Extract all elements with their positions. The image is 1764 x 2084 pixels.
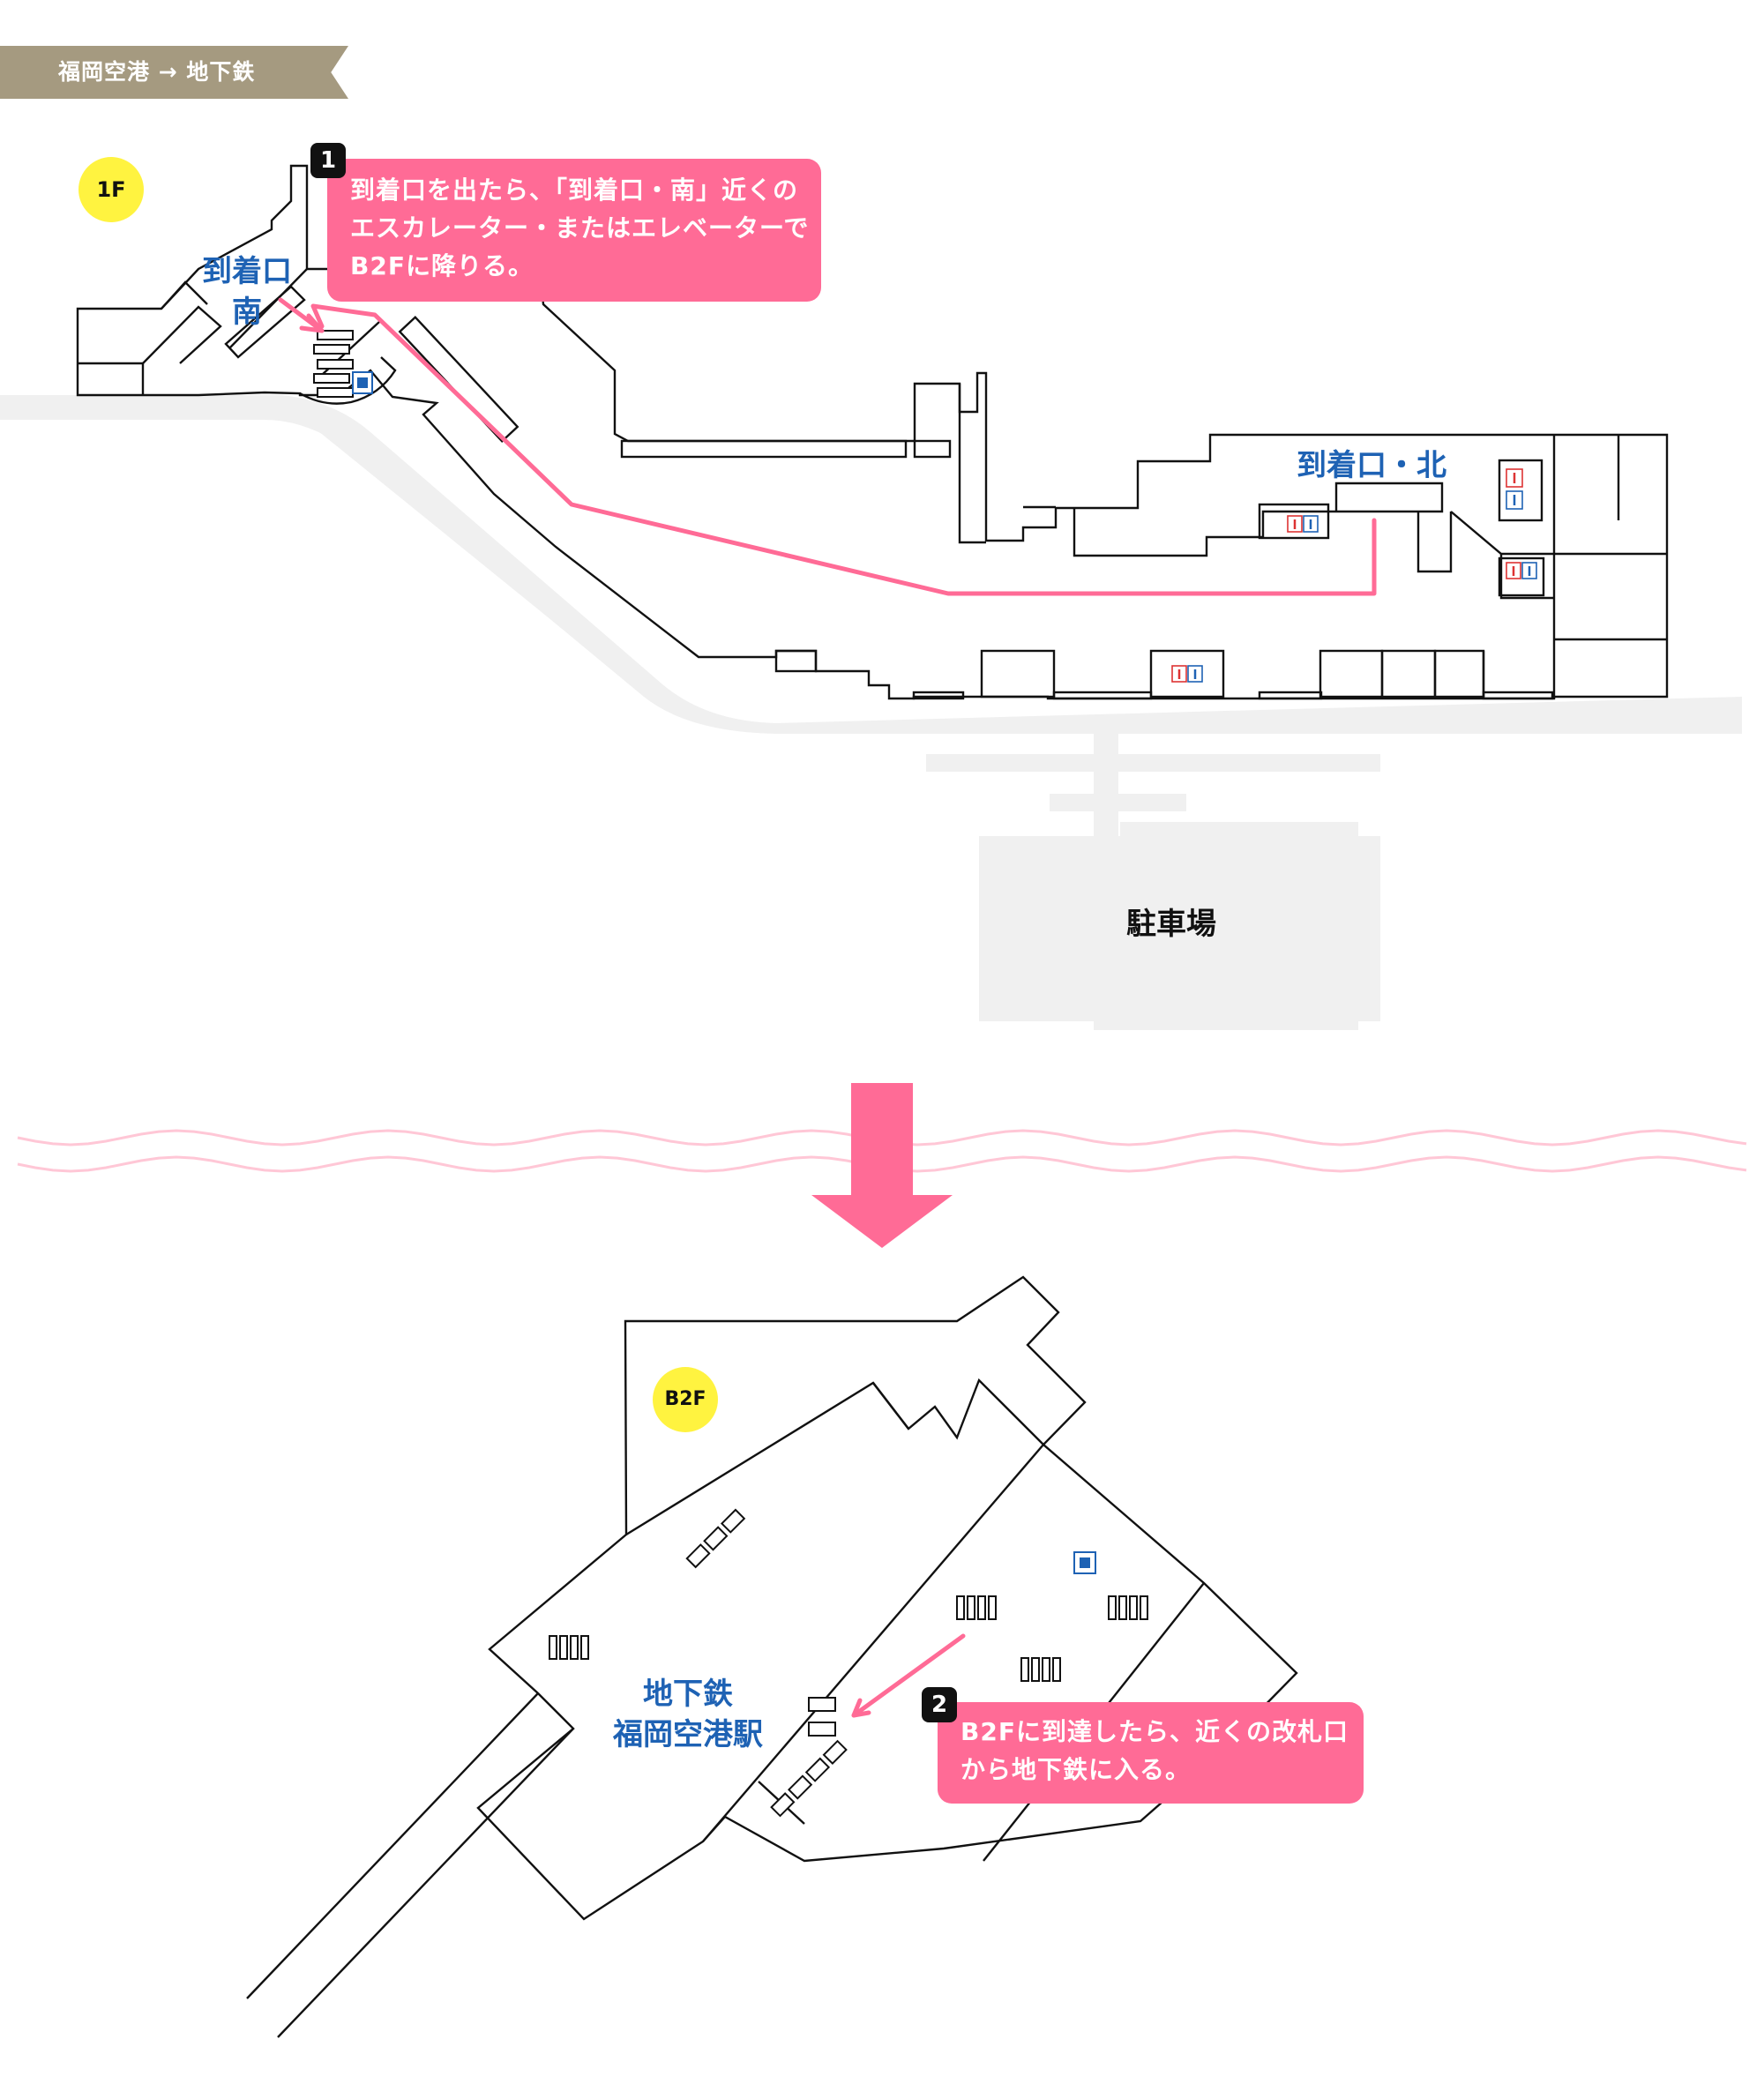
terminal-1f-details [78, 268, 1667, 700]
subway-station-label: 地下鉄 福岡空港駅 [582, 1674, 794, 1755]
station-line1: 地下鉄 [643, 1677, 733, 1712]
elevator-icon-b2f [1073, 1551, 1096, 1574]
step-1-line: 到着口を出たら、「到着口・南」近くの [350, 176, 799, 205]
route-line-1f [278, 297, 1377, 596]
floor-badge-1f: 1F [78, 157, 144, 222]
station-line2: 福岡空港駅 [613, 1717, 763, 1752]
step-1-line: B2Fに降りる。 [350, 251, 534, 280]
step-2-line: B2Fに到達したら、近くの改札口 [960, 1717, 1349, 1746]
step-2-number: 2 [922, 1687, 957, 1722]
escalator-icon [313, 330, 354, 398]
route-title: 福岡空港 → 地下鉄 [58, 59, 256, 85]
arrival-south-line1: 到着口 [202, 254, 292, 289]
parking-label: 駐車場 [1126, 907, 1216, 942]
terminal-1f-outline [76, 164, 1669, 700]
step-2-line: から地下鉄に入る。 [960, 1755, 1192, 1784]
down-arrow-icon [811, 1083, 953, 1248]
arrival-south-line2: 南 [232, 295, 262, 330]
step-2-callout: B2Fに到達したら、近くの改札口 から地下鉄に入る。 [938, 1702, 1364, 1804]
route-banner: 福岡空港 → 地下鉄 [0, 46, 348, 99]
arrival-north-label: 到着口・北 [1297, 448, 1446, 483]
floor-badge-b2f: B2F [653, 1367, 718, 1432]
elevator-icon [352, 371, 373, 394]
step-1-line: エスカレーター・またはエレベーターで [350, 213, 810, 243]
restroom-icons-1f [1171, 468, 1537, 683]
step-1-number: 1 [310, 143, 346, 178]
road-network [0, 395, 1742, 1030]
b2f-outline [476, 1275, 1298, 1921]
step-1-callout: 到着口を出たら、「到着口・南」近くの エスカレーター・またはエレベーターで B2… [327, 159, 821, 302]
route-line-b2f [851, 1633, 966, 1718]
arrival-south-label: 到着口 南 [190, 251, 304, 332]
ticket-gates-b2f [549, 1508, 1148, 1818]
